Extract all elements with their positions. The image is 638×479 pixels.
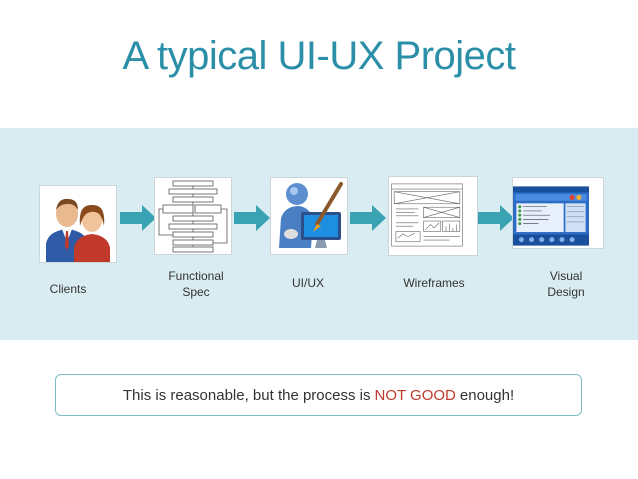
note-prefix: This is reasonable, but the process is xyxy=(122,386,371,404)
flowchart-doc-icon xyxy=(155,178,231,254)
designer-paintbrush-icon xyxy=(271,178,347,254)
wireframes-image xyxy=(389,177,477,255)
functional-spec-image xyxy=(155,178,231,254)
flow-arrow-1 xyxy=(120,205,156,231)
note-suffix: enough! xyxy=(459,386,515,404)
conclusion-note: This is reasonable, but the process is N… xyxy=(55,374,582,416)
app-screenshot-icon xyxy=(513,186,589,246)
slide-title: A typical UI-UX Project xyxy=(122,34,516,78)
step-label-clients: Clients xyxy=(49,282,87,296)
note-highlight: NOT GOOD xyxy=(374,386,456,404)
uiux-image xyxy=(271,178,347,254)
step-label-wireframes: Wireframes xyxy=(403,276,465,290)
step-label-functional-spec: Functional Spec xyxy=(168,269,224,299)
step-label-uiux: UI/UX xyxy=(291,276,324,290)
step-label-visual-design: Visual Design xyxy=(547,269,585,299)
people-icon xyxy=(40,186,116,262)
flow-arrow-2 xyxy=(234,205,270,231)
flow-arrow-4 xyxy=(478,205,514,231)
flow-arrow-3 xyxy=(350,205,386,231)
visual-design-image xyxy=(513,178,603,248)
clients-image xyxy=(40,186,116,262)
wireframe-sketch-icon xyxy=(389,181,465,249)
